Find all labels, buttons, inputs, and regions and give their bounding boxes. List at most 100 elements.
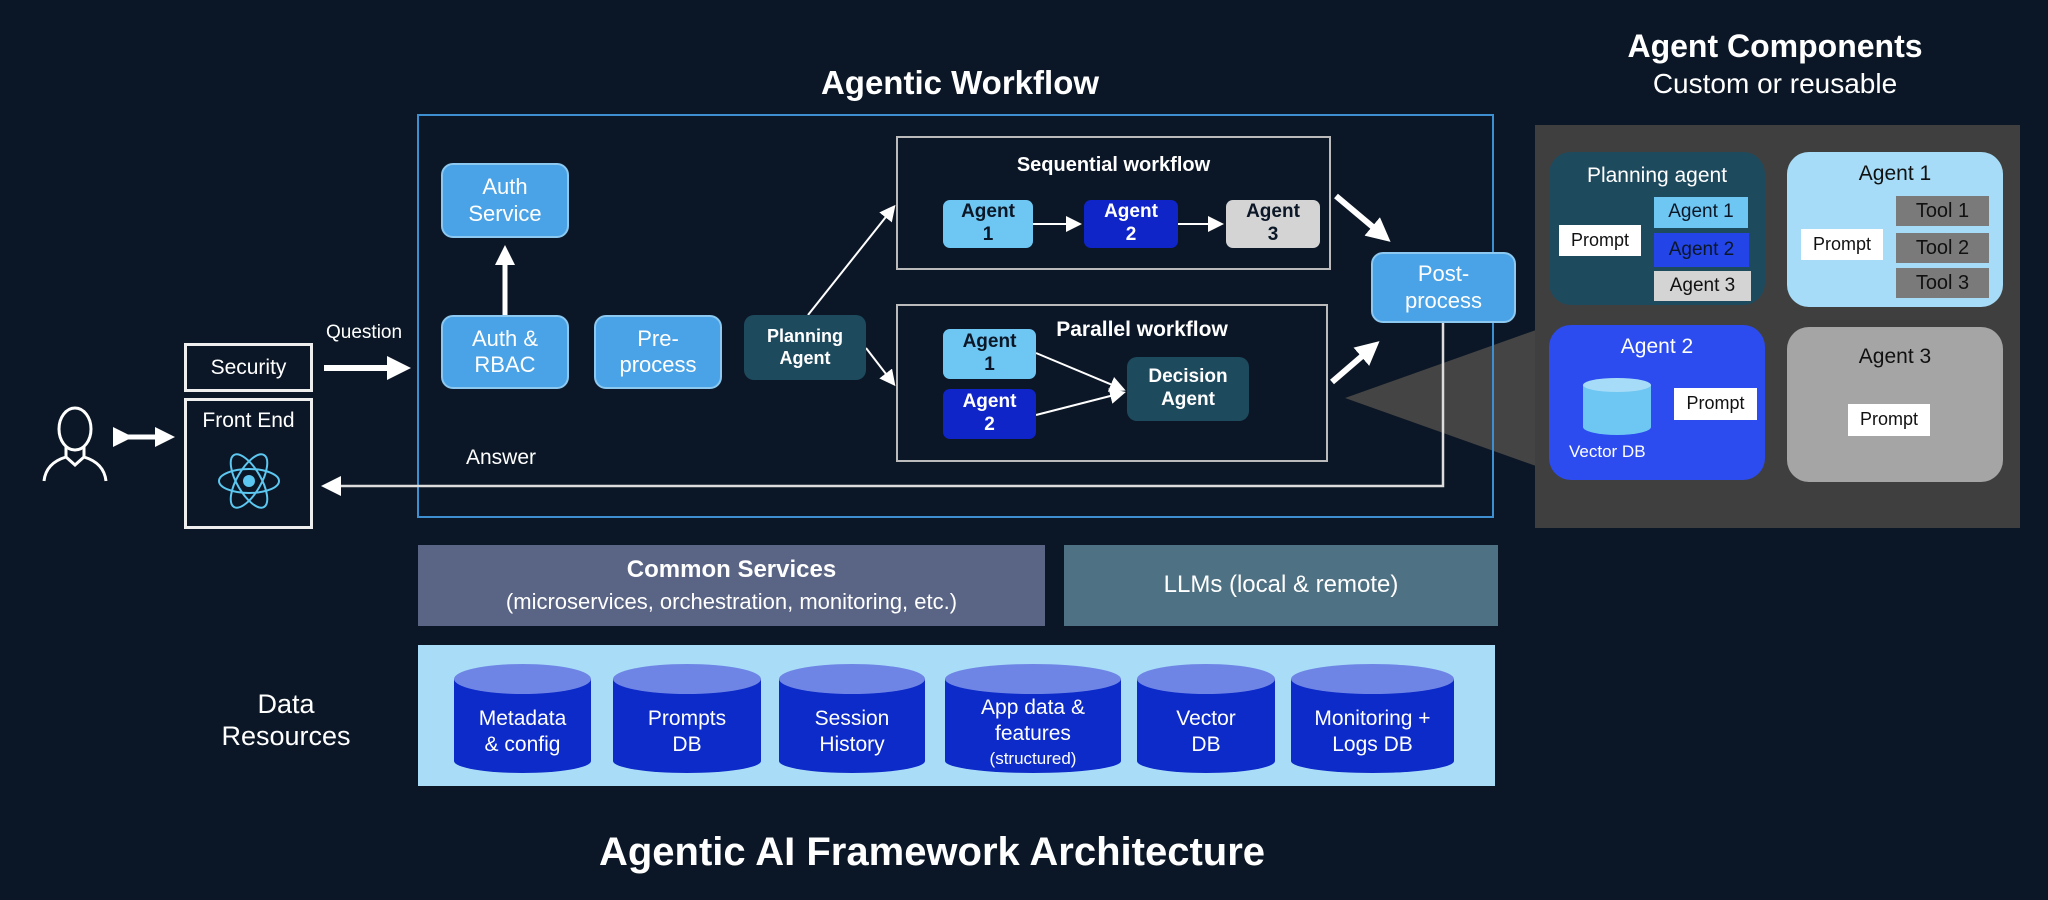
- par-arrow-2: [1035, 388, 1126, 416]
- planning-card-title: Planning agent: [1586, 164, 1728, 187]
- data-resources-label-2: Resources: [221, 721, 351, 752]
- tool-3: Tool 3: [1896, 268, 1989, 298]
- vector-db-label: Vector DB: [1569, 442, 1646, 461]
- seq-agent-3-num: 3: [1267, 224, 1279, 245]
- db-label-line: App data &: [981, 696, 1085, 720]
- db-label-line: DB: [672, 733, 702, 756]
- par-agent-1-num: 1: [984, 354, 995, 375]
- react-atom-icon: [218, 453, 280, 509]
- common-services-title: Common Services: [626, 555, 837, 583]
- decision-label-2: Agent: [1161, 389, 1215, 410]
- answer-arrow: [321, 323, 1445, 496]
- db-cylinder[interactable]: Metadata & config: [454, 663, 591, 773]
- components-subtitle: Custom or reusable: [1652, 68, 1898, 99]
- auth-service-label-2: Service: [468, 200, 542, 226]
- db-label-line: (structured): [989, 748, 1077, 768]
- tool-1: Tool 1: [1896, 196, 1989, 226]
- db-label-line: & config: [484, 733, 561, 756]
- db-label-line: features: [995, 722, 1071, 746]
- agent1-prompt: Prompt: [1801, 229, 1883, 260]
- db-cylinder[interactable]: App data &features(structured): [945, 663, 1121, 773]
- database-icon: [454, 664, 591, 773]
- components-title: Agent Components: [1627, 28, 1923, 64]
- parallel-workflow-box: Parallel workflow: [896, 304, 1328, 462]
- llms-label: LLMs (local & remote): [1163, 571, 1399, 599]
- agent1-card[interactable]: Agent 1 Prompt Tool 1 Tool 2 Tool 3: [1787, 152, 2003, 307]
- postprocess-label-2: process: [1404, 287, 1483, 313]
- db-label: Metadata & config: [454, 697, 591, 767]
- planning-agent1-item: Agent 1: [1654, 197, 1748, 228]
- security-box: Security: [184, 343, 313, 392]
- database-icon: [613, 664, 761, 773]
- data-resources-label-1: Data: [257, 689, 315, 719]
- seq-agent-2-num: 2: [1125, 224, 1137, 245]
- planning-agent-label-2: Agent: [779, 347, 831, 368]
- planning-agent-label-1: Planning: [767, 325, 843, 346]
- par-agent-2-num: 2: [984, 414, 995, 435]
- auth-rbac-label-2: RBAC: [474, 352, 536, 377]
- db-label-line: Metadata: [478, 706, 567, 730]
- auth-rbac-box[interactable]: Auth &RBAC: [441, 315, 569, 389]
- auth-rbac-label-1: Auth &: [471, 325, 539, 351]
- db-label: App data &features(structured): [945, 696, 1121, 768]
- seq-agent-1-label: Agent: [961, 201, 1015, 223]
- seq-agent-3-label: Agent: [1246, 201, 1300, 223]
- db-label-line: Monitoring +: [1314, 706, 1431, 730]
- front-end-label: Front End: [202, 409, 295, 432]
- parallel-title: Parallel workflow: [1056, 318, 1228, 341]
- database-icon: [945, 664, 1121, 773]
- db-label: Monitoring + Logs DB: [1291, 697, 1454, 767]
- seq-agent-1-num: 1: [982, 224, 994, 245]
- question-label: Question: [326, 322, 403, 343]
- vector-db-cylinder-icon: [1583, 378, 1651, 435]
- workflow-title: Agentic Workflow: [820, 64, 1100, 101]
- agent2-card[interactable]: Agent 2 Vector DB Prompt: [1549, 325, 1765, 480]
- common-services-box[interactable]: Common Services (microservices, orchestr…: [418, 545, 1045, 626]
- agent3-card-title: Agent 3: [1858, 345, 1932, 368]
- agent3-card[interactable]: Agent 3 Prompt: [1787, 327, 2003, 482]
- seq-agent-2-label: Agent: [1104, 201, 1158, 223]
- planning-agent2-item: Agent 2: [1654, 233, 1749, 267]
- tool-2: Tool 2: [1896, 233, 1989, 263]
- preprocess-box[interactable]: Pre-process: [594, 315, 722, 389]
- sequential-title: Sequential workflow: [1016, 154, 1211, 176]
- par-agent-1-label: Agent: [962, 331, 1017, 353]
- llms-box[interactable]: LLMs (local & remote): [1064, 545, 1498, 626]
- common-services-subtitle: (microservices, orchestration, monitorin…: [505, 588, 958, 614]
- agent2-card-title: Agent 2: [1620, 335, 1694, 358]
- front-end-box[interactable]: Front End: [184, 398, 313, 529]
- par-arrow-1: [1035, 352, 1126, 392]
- preprocess-label-2: process: [619, 352, 697, 377]
- security-label: Security: [210, 355, 287, 379]
- preprocess-label-1: Pre-: [637, 325, 679, 351]
- seq-to-post-arrow: [1334, 193, 1391, 242]
- planning-agent3-item: Agent 3: [1654, 271, 1751, 301]
- decision-label-1: Decision: [1148, 366, 1228, 388]
- db-label-line: Prompts: [647, 706, 727, 730]
- db-cylinder[interactable]: Monitoring + Logs DB: [1291, 663, 1454, 773]
- db-label-line: Logs DB: [1332, 733, 1413, 756]
- data-resources-label: Data Resources: [200, 688, 372, 753]
- planning-agent-card[interactable]: Planning agent Prompt Agent 1 Agent 2 Ag…: [1549, 152, 1765, 305]
- agent1-card-title: Agent 1: [1858, 162, 1932, 185]
- planning-to-seq-arrow: [807, 204, 896, 316]
- agent3-prompt: Prompt: [1848, 404, 1930, 436]
- postprocess-box[interactable]: Post-process: [1371, 252, 1516, 323]
- agent2-prompt: Prompt: [1674, 388, 1757, 420]
- postprocess-label-1: Post-: [1417, 261, 1470, 287]
- planning-to-par-arrow: [865, 347, 896, 387]
